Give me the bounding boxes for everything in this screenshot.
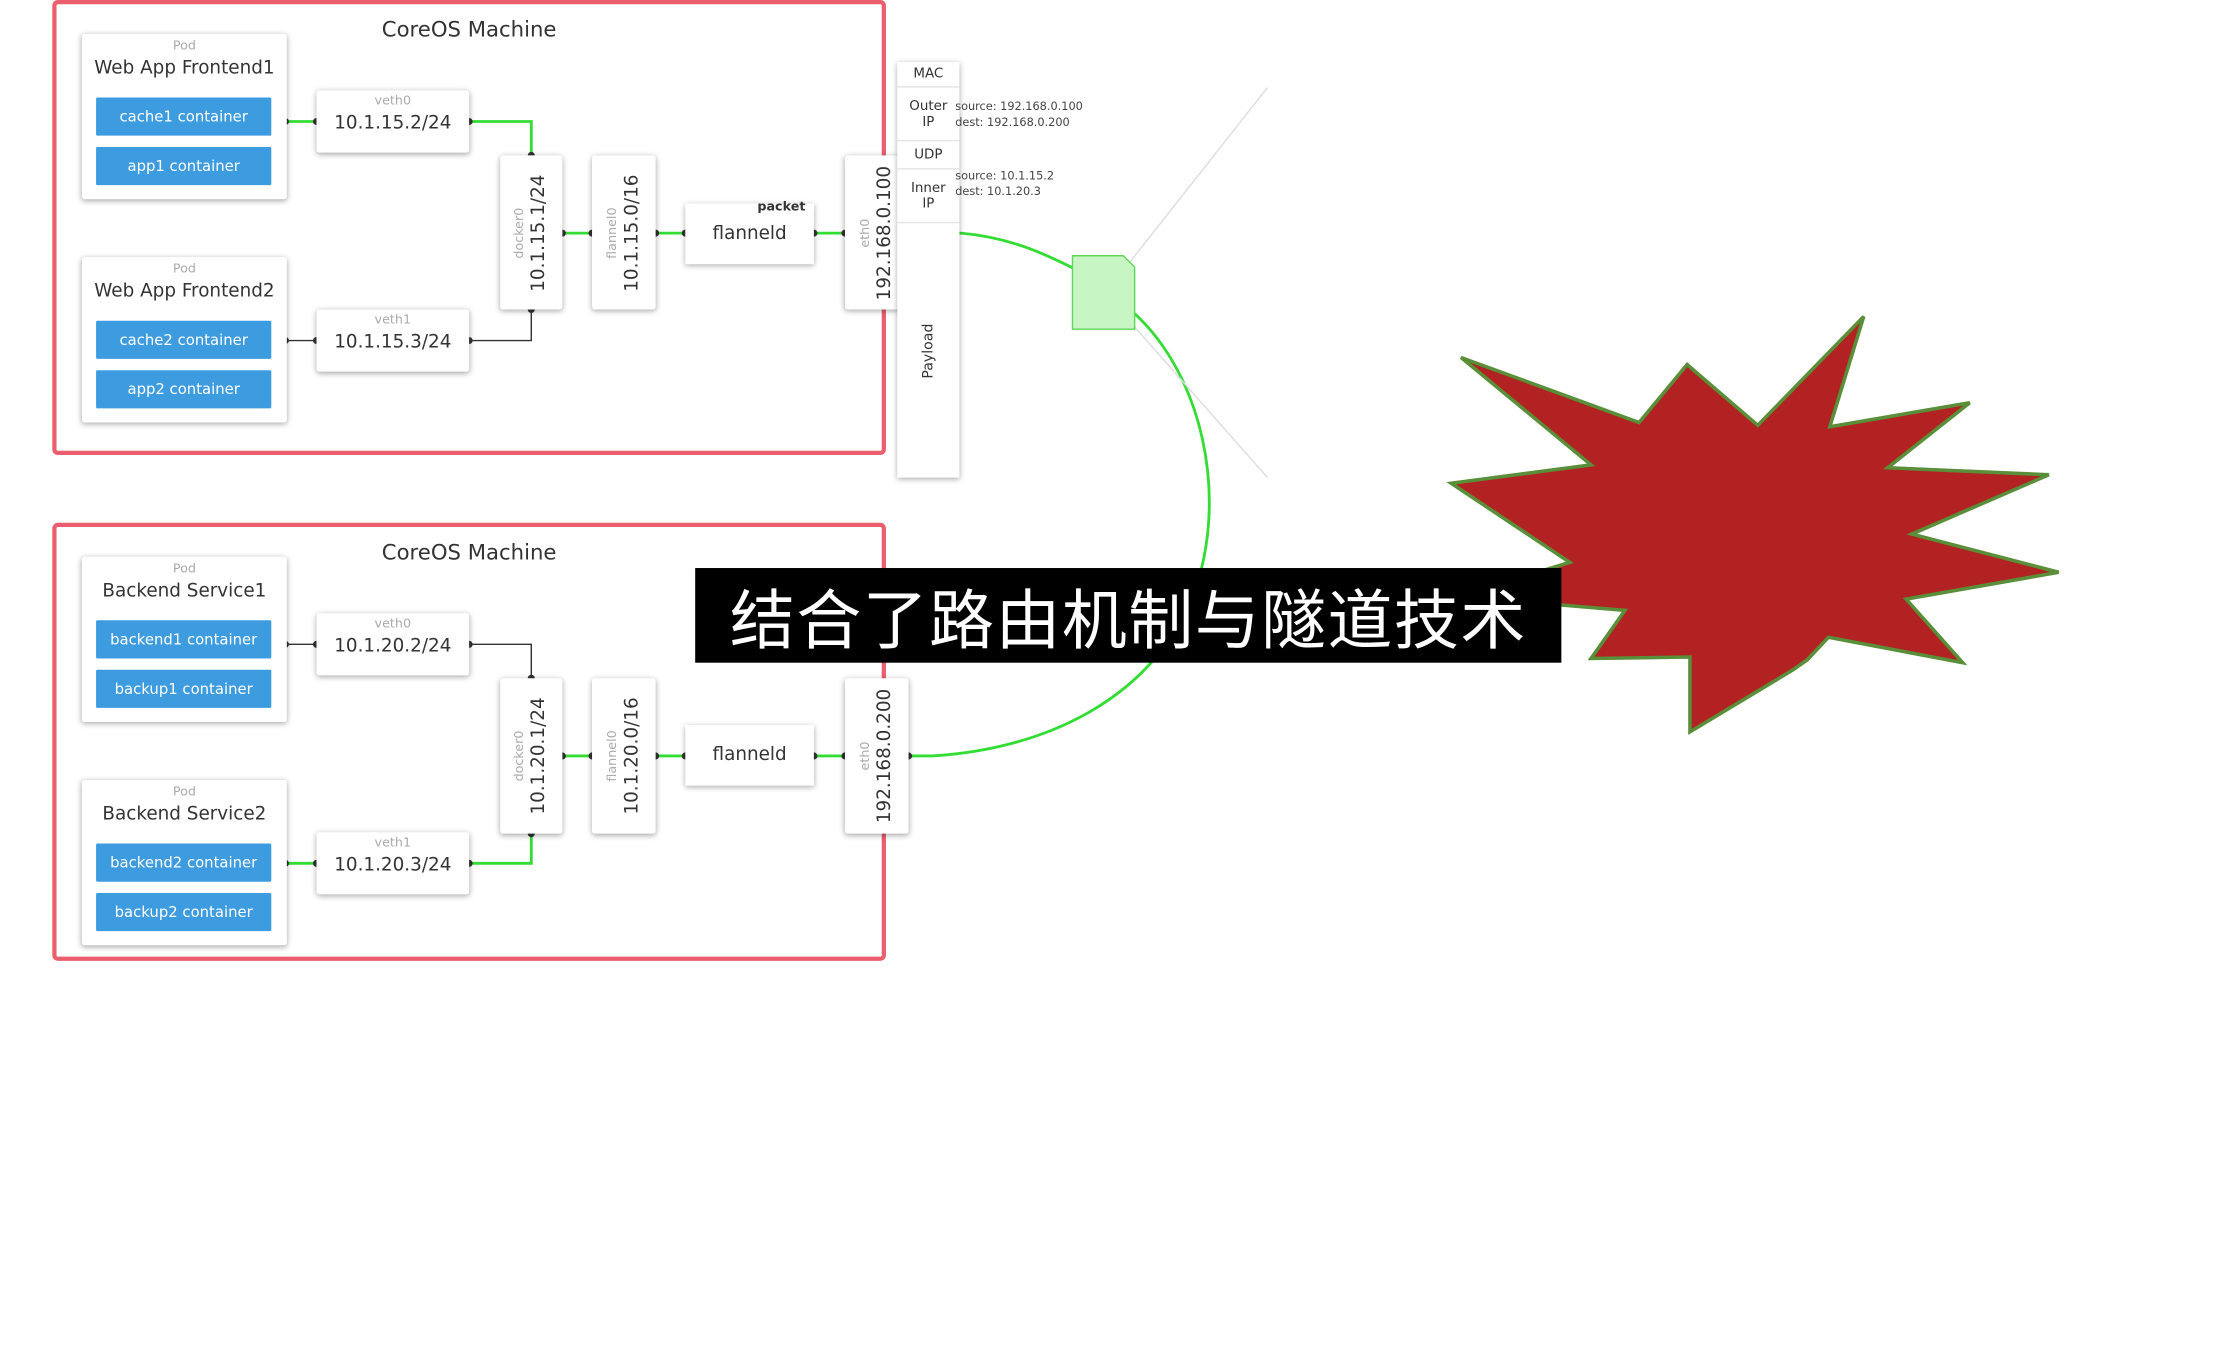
flannel0-ip: 10.1.20.0/16 xyxy=(621,697,643,815)
packet-row-udp: UDP xyxy=(897,141,960,170)
pod-backend-service1[interactable]: Pod Backend Service1 backend1 container … xyxy=(81,556,287,723)
veth-tag: veth1 xyxy=(374,313,412,328)
container-cache1[interactable]: cache1 container xyxy=(96,97,272,136)
container-cache2[interactable]: cache2 container xyxy=(96,320,272,359)
eth0-tag: eth0 xyxy=(858,217,873,247)
packet-label: packet xyxy=(757,200,806,215)
packet-structure-table: MAC Outer IP UDP Inner IP Payload xyxy=(897,62,960,478)
pod-web-app-frontend2[interactable]: Pod Web App Frontend2 cache2 container a… xyxy=(81,257,287,423)
container-backend1[interactable]: backend1 container xyxy=(96,620,272,659)
pod-name: Backend Service2 xyxy=(102,803,267,826)
packet-shape xyxy=(1071,255,1136,330)
pod-name: Web App Frontend1 xyxy=(94,57,275,80)
veth-tag: veth1 xyxy=(374,836,412,851)
flanneld-box[interactable]: flanneld xyxy=(685,203,814,265)
flanneld-box[interactable]: flanneld xyxy=(685,724,814,786)
packet-row-mac: MAC xyxy=(897,62,960,88)
container-backup2[interactable]: backup2 container xyxy=(96,893,272,932)
veth-ip: 10.1.15.2/24 xyxy=(334,113,452,135)
callout-line-2: 使用简单 xyxy=(1193,367,1301,399)
veth-tag: veth0 xyxy=(374,617,412,632)
machine-title: CoreOS Machine xyxy=(381,16,557,43)
veth-ip: 10.1.20.3/24 xyxy=(334,854,452,877)
flannel0-box[interactable]: flannel0 10.1.20.0/16 xyxy=(592,678,656,834)
docker0-ip: 10.1.15.1/24 xyxy=(528,173,550,292)
flannel0-ip: 10.1.15.0/16 xyxy=(621,173,643,292)
veth-ip: 10.1.20.2/24 xyxy=(334,635,452,658)
inner-ip-dest: dest: 10.1.20.3 xyxy=(955,185,1041,198)
packet-row-payload: Payload xyxy=(920,322,937,378)
tunnel-link-top xyxy=(908,231,1075,270)
packet-row-outer-ip: Outer IP xyxy=(897,88,960,142)
pod-tag: Pod xyxy=(172,562,196,577)
pod-backend-service2[interactable]: Pod Backend Service2 backend2 container … xyxy=(81,779,287,946)
veth0-box[interactable]: veth0 10.1.15.2/24 xyxy=(316,90,470,153)
machine-title: CoreOS Machine xyxy=(381,539,557,566)
eth0-ip: 192.168.0.200 xyxy=(873,688,896,824)
pod-name: Web App Frontend2 xyxy=(94,281,275,303)
veth-tag: veth0 xyxy=(374,94,412,109)
eth0-ip: 192.168.0.100 xyxy=(873,165,896,300)
pod-tag: Pod xyxy=(172,262,196,277)
packet-fan-top xyxy=(1129,87,1269,262)
container-app1[interactable]: app1 container xyxy=(96,146,272,186)
caption-banner: 结合了路由机制与隧道技术 xyxy=(695,568,1562,663)
veth0-box[interactable]: veth0 10.1.20.2/24 xyxy=(316,613,470,676)
docker0-tag: docker0 xyxy=(512,730,528,782)
dark-link-veth1-docker0 xyxy=(469,309,532,342)
packet-row-inner-ip: Inner IP xyxy=(897,170,960,224)
pod-tag: Pod xyxy=(172,785,196,800)
container-app2[interactable]: app2 container xyxy=(96,370,272,409)
outer-ip-note: source: 192.168.0.100 dest: 192.168.0.20… xyxy=(955,99,1083,130)
docker0-ip: 10.1.20.1/24 xyxy=(528,697,550,815)
docker0-box[interactable]: docker0 10.1.20.1/24 xyxy=(500,678,563,834)
veth1-box[interactable]: veth1 10.1.15.3/24 xyxy=(316,309,470,372)
flannel0-tag: flannel0 xyxy=(605,730,620,782)
flannel0-box[interactable]: flannel0 10.1.15.0/16 xyxy=(592,155,656,310)
inner-ip-source: source: 10.1.15.2 xyxy=(955,169,1055,183)
docker0-box[interactable]: docker0 10.1.15.1/24 xyxy=(500,155,563,310)
starburst-callout-text: 设计巧妙 使用简单 xyxy=(1173,328,1321,401)
green-link-veth0-docker0 xyxy=(469,120,533,156)
container-backup1[interactable]: backup1 container xyxy=(96,669,272,708)
flannel0-tag: flannel0 xyxy=(605,206,620,259)
packet-fan-bottom xyxy=(1129,321,1268,479)
inner-ip-note: source: 10.1.15.2 dest: 10.1.20.3 xyxy=(955,168,1054,199)
docker0-tag: docker0 xyxy=(512,206,528,258)
veth1-box[interactable]: veth1 10.1.20.3/24 xyxy=(316,832,470,895)
eth0-box[interactable]: eth0 192.168.0.200 xyxy=(844,678,909,834)
pod-name: Backend Service1 xyxy=(102,580,267,602)
outer-ip-dest: dest: 192.168.0.200 xyxy=(955,115,1070,129)
starburst-shape xyxy=(1446,315,2060,736)
dark-link-veth0-docker0-m2 xyxy=(469,643,532,679)
veth-ip: 10.1.15.3/24 xyxy=(334,332,452,354)
pod-tag: Pod xyxy=(172,39,196,54)
pod-web-app-frontend1[interactable]: Pod Web App Frontend1 cache1 container a… xyxy=(81,33,287,200)
green-link-veth1-docker0-m2 xyxy=(469,833,533,865)
outer-ip-source: source: 192.168.0.100 xyxy=(955,100,1083,114)
callout-line-1: 设计巧妙 xyxy=(1193,330,1301,362)
container-backend2[interactable]: backend2 container xyxy=(96,843,272,882)
eth0-tag: eth0 xyxy=(858,741,873,771)
